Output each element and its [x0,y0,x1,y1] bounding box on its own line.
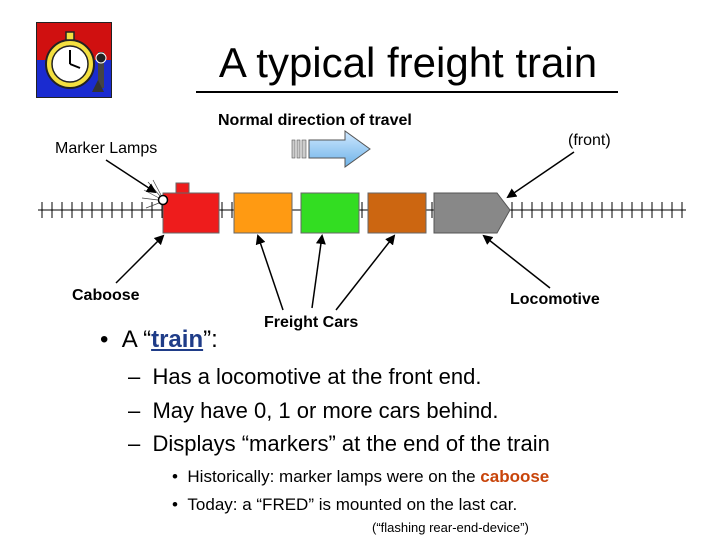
train-term: train [151,326,204,353]
railroad-track [38,202,686,218]
marker-lamps-label: Marker Lamps [55,140,158,157]
freight-cars-label: Freight Cars [264,314,359,331]
bullet-dot: • [172,467,188,486]
freight-cars-pointer-2 [311,234,326,309]
detail-bullet-1: • Historically: marker lamps were on the… [172,465,549,489]
sub-bullet-text: Has a locomotive at the front end. [152,364,482,389]
dash: – [128,364,153,389]
main-bullet-prefix: A “ [121,326,152,353]
freight-car-brown [367,192,427,234]
detail-text: Historically: marker lamps were on the [187,467,481,486]
freight-car-orange [233,192,293,234]
front-label: (front) [568,132,611,149]
bullet-dot: • [172,495,188,514]
marker-lamps-pointer [105,159,157,194]
main-bullet: • A “train”: [100,326,218,354]
sub-bullet-text: Displays “markers” at the end of the tra… [152,431,550,456]
locomotive-pointer [482,234,551,289]
dash: – [128,431,153,456]
dash: – [128,398,153,423]
caboose-car [162,192,220,234]
caboose-pointer [115,234,165,284]
main-bullet-suffix: ”: [203,326,218,353]
sub-bullet-1: – Has a locomotive at the front end. [128,362,481,392]
sub-bullet-text: May have 0, 1 or more cars behind. [152,398,499,423]
freight-cars-pointer-3 [335,234,396,311]
fred-footnote: (“flashing rear-end-device”) [372,520,529,535]
freight-cars-pointer-1 [255,234,284,311]
direction-arrow-icon [291,130,371,168]
front-pointer [506,151,575,199]
slide-title: A typical freight train [218,39,598,86]
caboose-label: Caboose [72,287,140,304]
signal-clock-logo [36,22,112,98]
direction-label: Normal direction of travel [218,112,412,129]
locomotive [433,192,511,234]
locomotive-label: Locomotive [510,291,600,308]
title-underline [196,91,618,93]
caboose-cupola [175,182,190,194]
detail-bullet-2: • Today: a “FRED” is mounted on the last… [172,493,517,517]
detail-text: Today: a “FRED” is mounted on the last c… [187,495,518,514]
sub-bullet-3: – Displays “markers” at the end of the t… [128,429,550,459]
bullet-dot: • [100,326,122,353]
sub-bullet-2: – May have 0, 1 or more cars behind. [128,396,499,426]
caboose-highlight: caboose [480,467,550,486]
freight-car-green [300,192,360,234]
